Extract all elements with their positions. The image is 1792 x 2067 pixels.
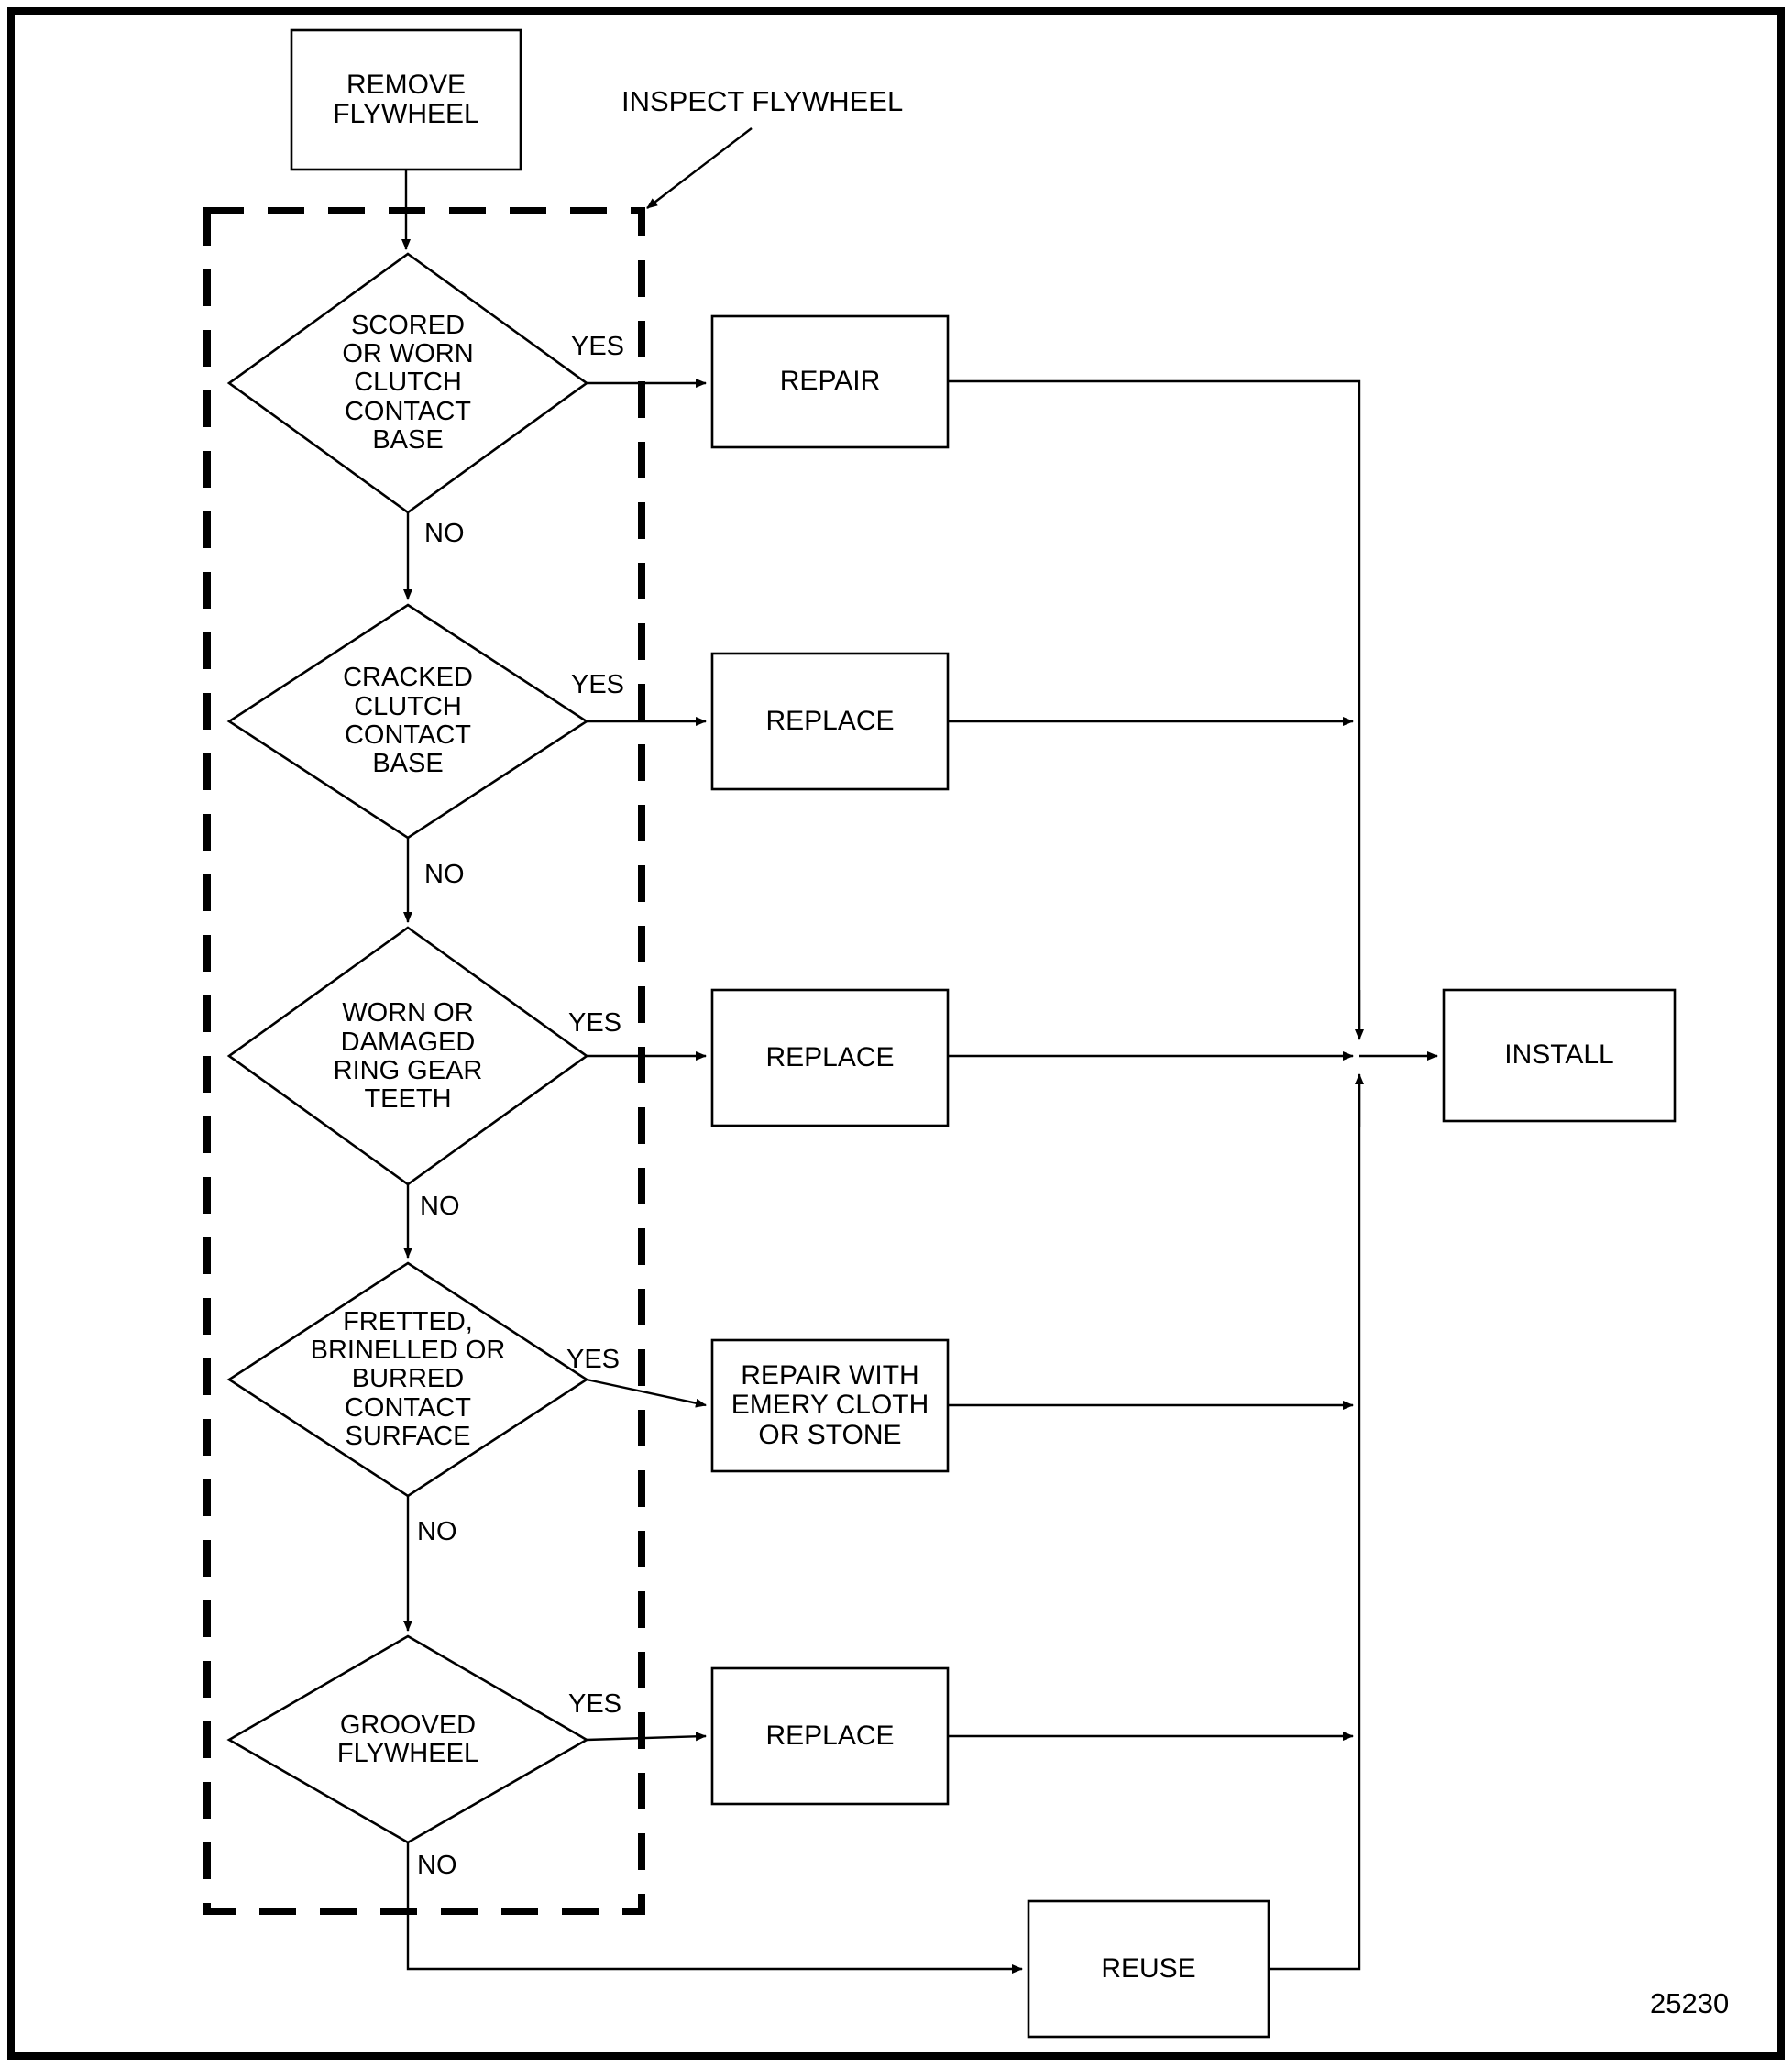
edge-label-yes-5: YES — [568, 1689, 622, 1719]
edge-label-no-1: NO — [424, 519, 465, 548]
edge-d5-yes-to-replace3 — [586, 1732, 707, 1742]
edge-repair-to-bus — [948, 379, 1361, 1036]
node-worn-or-damaged-ring-gear-teeth — [226, 926, 589, 1186]
node-install — [1442, 988, 1677, 1123]
edge-label-yes-2: YES — [571, 670, 625, 699]
page-border-frame — [7, 7, 1785, 2060]
edge-label-no-5: NO — [417, 1851, 457, 1880]
edge-label-no-4: NO — [417, 1517, 457, 1546]
node-grooved-flywheel — [226, 1634, 589, 1844]
inspect-flywheel-group-box — [203, 207, 645, 1915]
edge-reuse-to-bus — [1269, 1077, 1361, 1971]
edge-label-yes-3: YES — [568, 1008, 622, 1038]
figure-id-number: 25230 — [1650, 1987, 1730, 2019]
node-scored-or-worn-clutch-contact-base — [226, 252, 589, 514]
edge-label-no-2: NO — [424, 860, 465, 889]
edge-label-yes-4: YES — [566, 1345, 621, 1374]
node-remove-flywheel — [290, 28, 522, 171]
node-replace-1 — [710, 652, 950, 791]
node-repair — [710, 314, 950, 449]
annotation-inspect-flywheel: INSPECT FLYWHEEL — [621, 85, 904, 117]
node-fretted-brinelled-burred-contact-surface — [226, 1261, 589, 1498]
edge-d5-no-to-reuse — [406, 1842, 1023, 1974]
node-replace-3 — [710, 1666, 950, 1806]
node-repair-with-emery-cloth-or-stone — [710, 1338, 950, 1473]
edge-label-no-3: NO — [420, 1192, 460, 1221]
edge-d4-yes-to-emery — [586, 1378, 707, 1408]
node-reuse — [1027, 1899, 1270, 2039]
node-cracked-clutch-contact-base — [226, 603, 589, 840]
edge-label-yes-1: YES — [571, 332, 625, 361]
leader-line-inspect-flywheel — [646, 127, 753, 209]
node-replace-2 — [710, 988, 950, 1127]
